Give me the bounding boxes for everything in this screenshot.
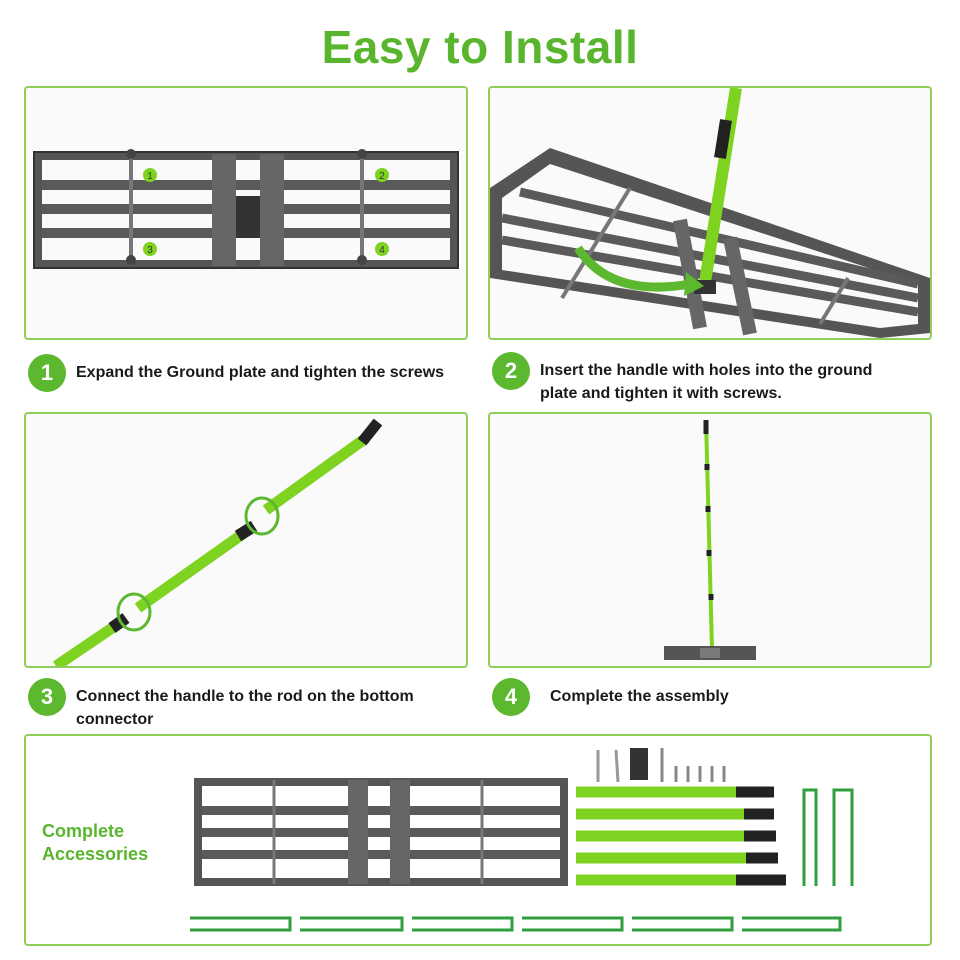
handle-connect-illustration [52, 418, 383, 666]
callout-1: 1 [147, 171, 153, 182]
callout-3: 3 [147, 245, 153, 256]
accessories-label: Complete Accessories [42, 821, 149, 864]
step-4: 4 Complete the assembly [492, 678, 922, 716]
step-number-1: 1 [28, 354, 66, 392]
accessories-panel [24, 734, 932, 946]
step-1-image: 1 2 3 4 [24, 86, 468, 340]
step-number-2: 2 [492, 352, 530, 390]
step-2: 2 Insert the handle with holes into the … [492, 352, 922, 405]
ground-plate-illustration: 1 2 3 4 [33, 149, 459, 269]
handle-insert-illustration [490, 88, 930, 338]
step-2-image [488, 86, 932, 340]
step-1-text: Expand the Ground plate and tighten the … [76, 364, 445, 381]
callout-4: 4 [379, 245, 385, 256]
callout-2: 2 [379, 171, 385, 182]
accessories-illustration [190, 748, 854, 932]
step-4-text: Complete the assembly [550, 688, 729, 705]
step-3-text: Connect the handle to the rod on the bot… [76, 688, 414, 728]
step-3: 3 Connect the handle to the rod on the b… [28, 678, 468, 731]
step-1: 1 Expand the Ground plate and tighten th… [28, 354, 478, 392]
step-3-image [24, 412, 468, 668]
step-2-text: Insert the handle with holes into the gr… [540, 362, 873, 402]
page-title: Easy to Install [321, 21, 639, 73]
step-number-3: 3 [28, 678, 66, 716]
step-number-4: 4 [492, 678, 530, 716]
step-4-image [488, 412, 932, 668]
assembled-rake-illustration [664, 419, 756, 660]
